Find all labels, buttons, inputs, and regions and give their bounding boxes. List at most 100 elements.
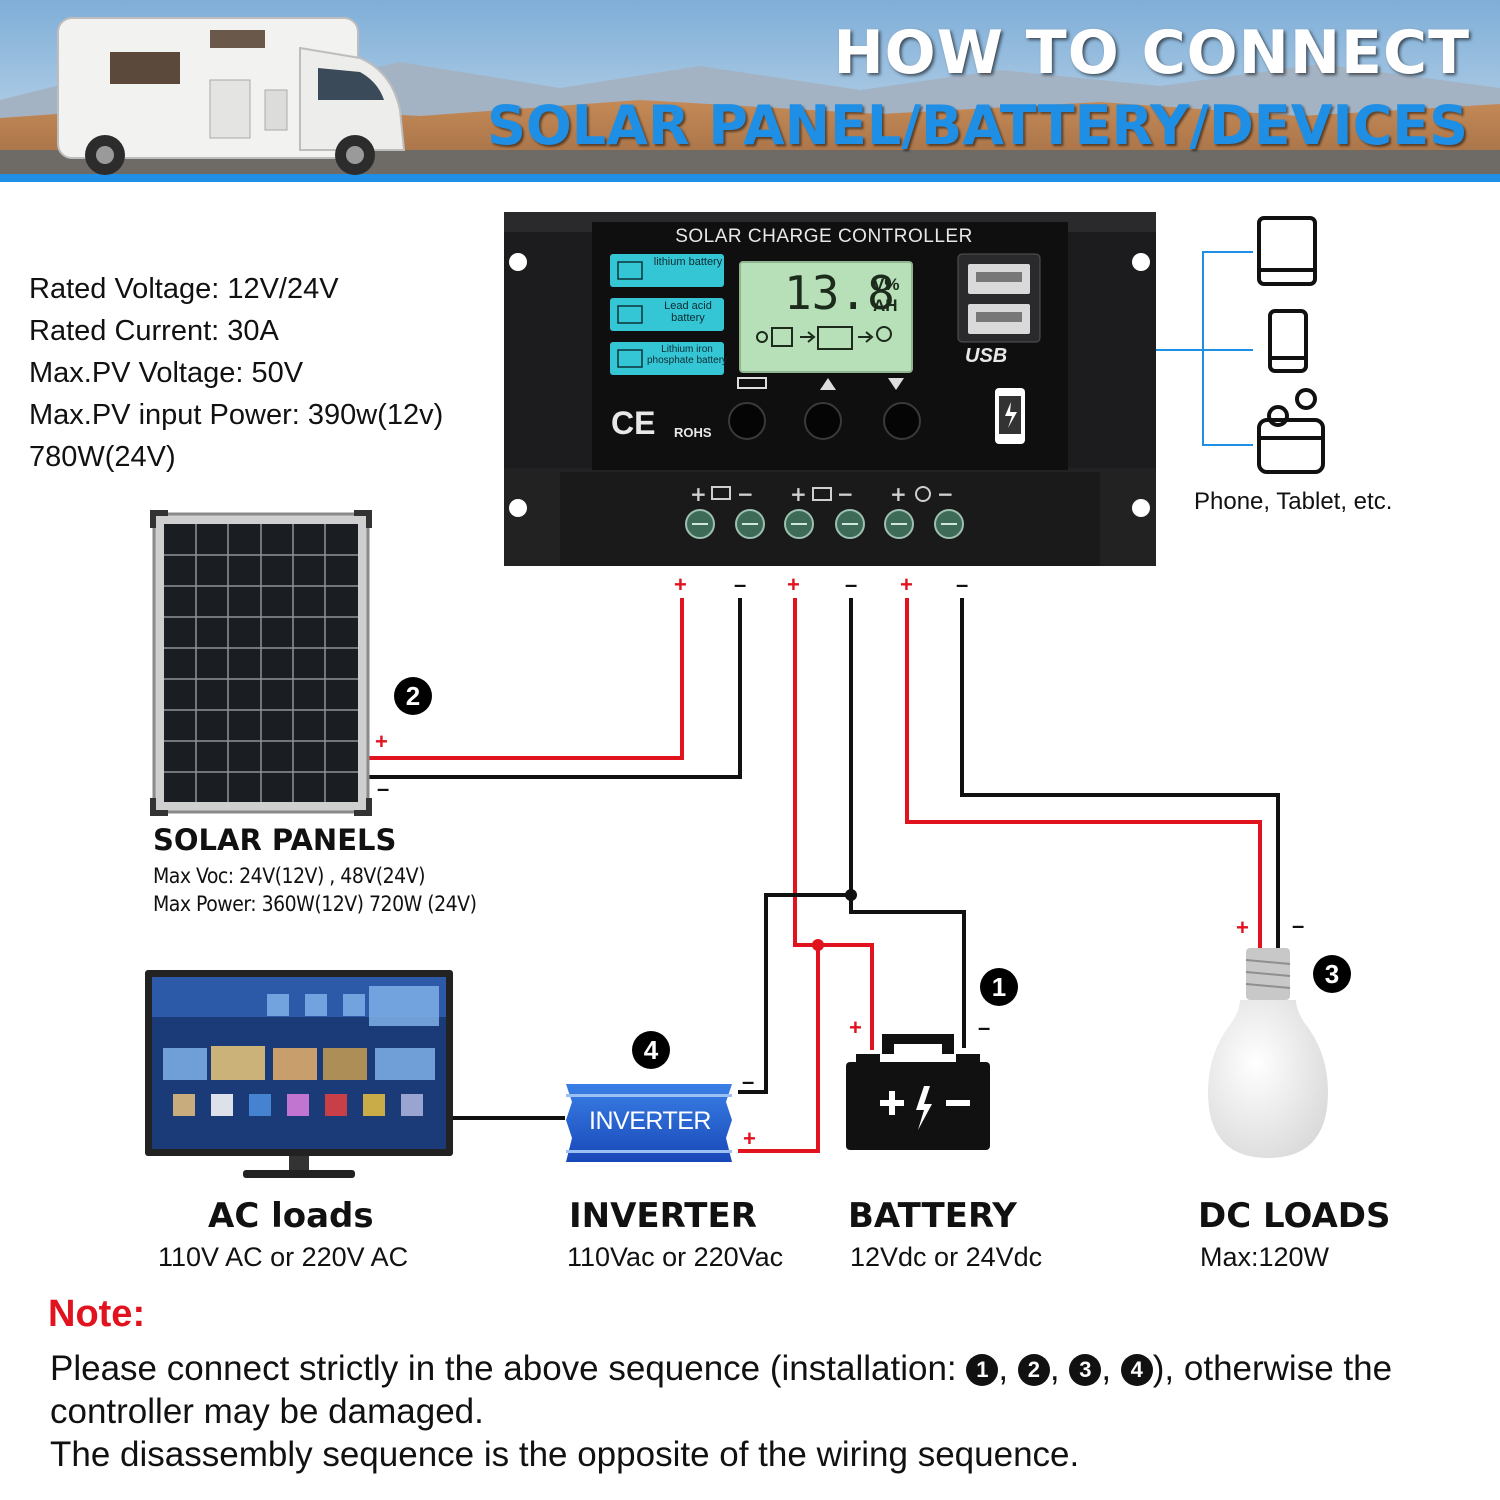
phone-icon — [1268, 309, 1308, 373]
motorhome-icon — [57, 17, 406, 175]
spec-line: 780W(24V) — [29, 441, 176, 473]
step-badge-battery: 1 — [980, 968, 1018, 1006]
lcd-value: 13.8 — [784, 266, 895, 320]
mobile-charge-icon — [995, 388, 1025, 444]
spec-line: Rated Voltage: 12V/24V — [29, 273, 339, 305]
header-banner: HOW TO CONNECT SOLAR PANEL/BATTERY/DEVIC… — [0, 0, 1500, 182]
note-separator: , — [998, 1349, 1009, 1388]
polarity-plus: + — [375, 729, 388, 754]
solar-panels-voc: Max Voc: 24V(12V) , 48V(24V) — [153, 864, 425, 888]
desert-landscape-illustration — [0, 0, 1500, 182]
inverter-positive-wire — [738, 945, 820, 1153]
lcd-display — [739, 261, 913, 373]
solar-negative-wire — [368, 598, 742, 779]
usb-devices — [1257, 216, 1325, 474]
tv-icon — [145, 970, 453, 1178]
step-number-icon: 3 — [1069, 1354, 1102, 1386]
battery-title: BATTERY — [848, 1196, 1017, 1236]
lcd-unit-top: V% — [873, 275, 900, 294]
devices-caption: Phone, Tablet, etc. — [1194, 488, 1393, 515]
lcd-flow-icons — [756, 326, 892, 350]
control-button-glyphs — [737, 377, 904, 390]
rated-specs: Rated Voltage: 12V/24V Rated Current: 30… — [29, 268, 443, 478]
spec-line: Max.PV input Power: 390w(12v) — [29, 399, 444, 431]
polarity-minus: – — [734, 572, 747, 597]
dc-loads-sub: Max:120W — [1200, 1242, 1330, 1272]
inverter-box-label: INVERTER — [589, 1107, 711, 1135]
usb-label: USB — [965, 345, 1008, 367]
battery-icon — [846, 1034, 990, 1150]
step-badge-dc-load: 3 — [1313, 955, 1351, 993]
note-text: Please connect strictly in the above seq… — [50, 1349, 957, 1388]
battery-type-selector — [610, 254, 724, 375]
note-body: Please connect strictly in the above seq… — [50, 1347, 1470, 1476]
spec-line: Rated Current: 30A — [29, 315, 279, 347]
polarity-plus: + — [900, 572, 913, 597]
svg-text:−: − — [937, 482, 954, 506]
junction-dot — [812, 939, 824, 951]
step-badge-solar: 2 — [394, 677, 432, 715]
ce-mark: CE — [611, 405, 656, 441]
junction-dot — [845, 889, 857, 901]
battery-type-lead-acid[interactable]: Lead acid battery — [664, 300, 712, 324]
page-title: HOW TO CONNECT — [833, 18, 1470, 88]
screw-terminals — [685, 509, 964, 539]
solar-panels-title: SOLAR PANELS — [153, 823, 397, 857]
polarity-minus: – — [845, 572, 858, 597]
lcd-unit-bottom: AH — [873, 296, 898, 315]
terminal-markings: + − + − + − — [690, 482, 954, 506]
polarity-plus: + — [1236, 915, 1249, 940]
battery-positive-wire — [793, 598, 874, 1050]
battery-type-lifepo4[interactable]: Lithium iron phosphate battery — [646, 344, 728, 366]
battery-sub: 12Vdc or 24Vdc — [850, 1242, 1043, 1272]
inverter-title: INVERTER — [569, 1196, 757, 1236]
ac-loads-sub: 110V AC or 220V AC — [158, 1242, 409, 1272]
polarity-minus: – — [377, 776, 390, 801]
down-button[interactable] — [883, 402, 921, 440]
load-positive-wire — [905, 598, 1262, 948]
polarity-minus: – — [1292, 913, 1305, 938]
svg-text:+: + — [790, 482, 807, 506]
svg-text:+: + — [690, 482, 707, 506]
page-subtitle: SOLAR PANEL/BATTERY/DEVICES — [486, 94, 1468, 157]
svg-text:−: − — [837, 482, 854, 506]
step-number-icon: 1 — [966, 1354, 999, 1386]
polarity-plus: + — [849, 1015, 862, 1040]
light-bulb-icon — [1208, 948, 1328, 1158]
svg-text:+: + — [890, 482, 907, 506]
solar-panels-power: Max Power: 360W(12V) 720W (24V) — [153, 892, 477, 916]
rohs-mark: ROHS — [674, 425, 712, 440]
step-badge-inverter: 4 — [632, 1031, 670, 1069]
ac-loads-title: AC loads — [208, 1196, 374, 1236]
solar-panel-icon — [150, 510, 372, 816]
battery-negative-wire — [849, 598, 966, 1048]
note-text: The disassembly sequence is the opposite… — [50, 1435, 1080, 1474]
tablet-icon — [1257, 216, 1317, 286]
controller-title: SOLAR CHARGE CONTROLLER — [675, 226, 973, 247]
polarity-plus: + — [743, 1126, 756, 1151]
dc-loads-title: DC LOADS — [1198, 1196, 1391, 1236]
svg-text:−: − — [737, 482, 754, 506]
polarity-plus: + — [674, 572, 687, 597]
menu-button[interactable] — [728, 402, 766, 440]
polarity-plus: + — [787, 572, 800, 597]
earbuds-icon — [1257, 418, 1325, 474]
polarity-minus: – — [742, 1069, 755, 1094]
inverter-icon — [566, 1084, 732, 1162]
polarity-minus: – — [978, 1015, 991, 1040]
note-separator: , — [1049, 1349, 1060, 1388]
battery-type-lithium[interactable]: lithium battery — [653, 256, 723, 268]
spec-line: Max.PV Voltage: 50V — [29, 357, 304, 389]
usb-device-bracket — [1202, 251, 1253, 446]
solar-charge-controller: + − + − + − — [504, 212, 1156, 566]
note-heading: Note: — [48, 1293, 146, 1335]
polarity-minus: – — [956, 572, 969, 597]
load-negative-wire — [960, 598, 1280, 948]
inverter-negative-wire — [738, 893, 851, 1094]
note-separator: , — [1101, 1349, 1112, 1388]
step-number-icon: 2 — [1017, 1354, 1050, 1386]
up-button[interactable] — [804, 402, 842, 440]
step-number-icon: 4 — [1120, 1354, 1153, 1386]
solar-positive-wire — [368, 598, 684, 760]
